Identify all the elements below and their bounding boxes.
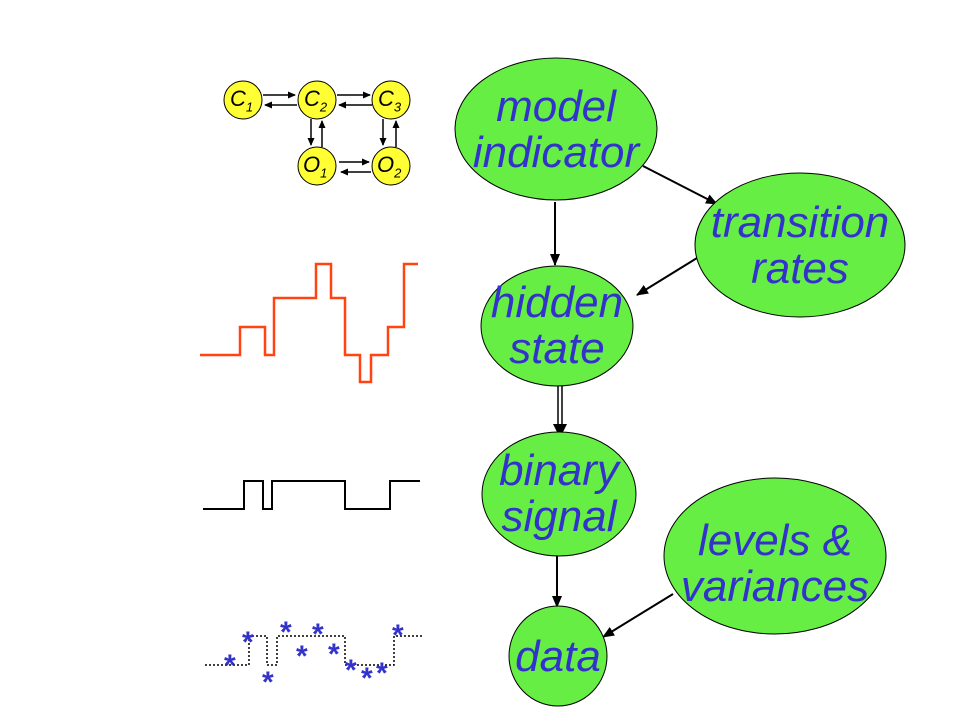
arrow-levels-to-data — [602, 593, 674, 638]
state-c1-label: C1 — [230, 86, 254, 115]
data-point-marker: * — [224, 649, 236, 682]
arrow-model-to-transition — [642, 165, 718, 205]
markov-transitions — [263, 91, 400, 176]
label-binary-signal: binary signal — [499, 446, 619, 541]
label-levels-variances: levels & variances — [680, 516, 870, 611]
node-levels-variances — [663, 477, 887, 635]
state-c3 — [371, 80, 411, 120]
node-model-indicator — [454, 57, 658, 201]
data-point-marker: * — [312, 618, 324, 651]
state-o2 — [371, 146, 411, 186]
data-point-marker: * — [376, 657, 388, 690]
data-point-marker: * — [242, 626, 254, 659]
node-binary-signal — [481, 431, 637, 557]
arrow-hidden-to-binary — [553, 385, 567, 438]
state-o2-label: O2 — [377, 152, 402, 181]
data-point-marker: * — [345, 654, 357, 687]
label-transition-rates: transition rates — [710, 198, 890, 293]
data-point-marker: * — [262, 666, 274, 699]
state-c2 — [297, 80, 337, 120]
data-point-marker: * — [361, 662, 373, 695]
state-o1 — [297, 146, 337, 186]
data-point-marker: * — [392, 619, 404, 652]
data-point-marker: * — [280, 616, 292, 649]
data-point-marker: * — [328, 638, 340, 671]
node-transition-rates — [694, 172, 906, 318]
label-data: data — [515, 632, 601, 681]
state-c1 — [223, 80, 263, 120]
data-point-marker: * — [296, 640, 308, 673]
state-c2-label: C2 — [304, 86, 328, 115]
data-dotted-trace — [205, 635, 424, 666]
node-data — [508, 605, 608, 707]
binary-signal-trace — [203, 480, 420, 510]
state-o1-label: O1 — [303, 152, 328, 181]
arrow-transition-to-hidden — [636, 257, 698, 296]
label-model-indicator: model indicator — [472, 82, 640, 177]
label-hidden-state: hidden state — [490, 278, 624, 373]
state-c3-label: C3 — [378, 86, 402, 115]
hidden-state-trace — [200, 262, 418, 384]
node-hidden-state — [480, 265, 634, 387]
